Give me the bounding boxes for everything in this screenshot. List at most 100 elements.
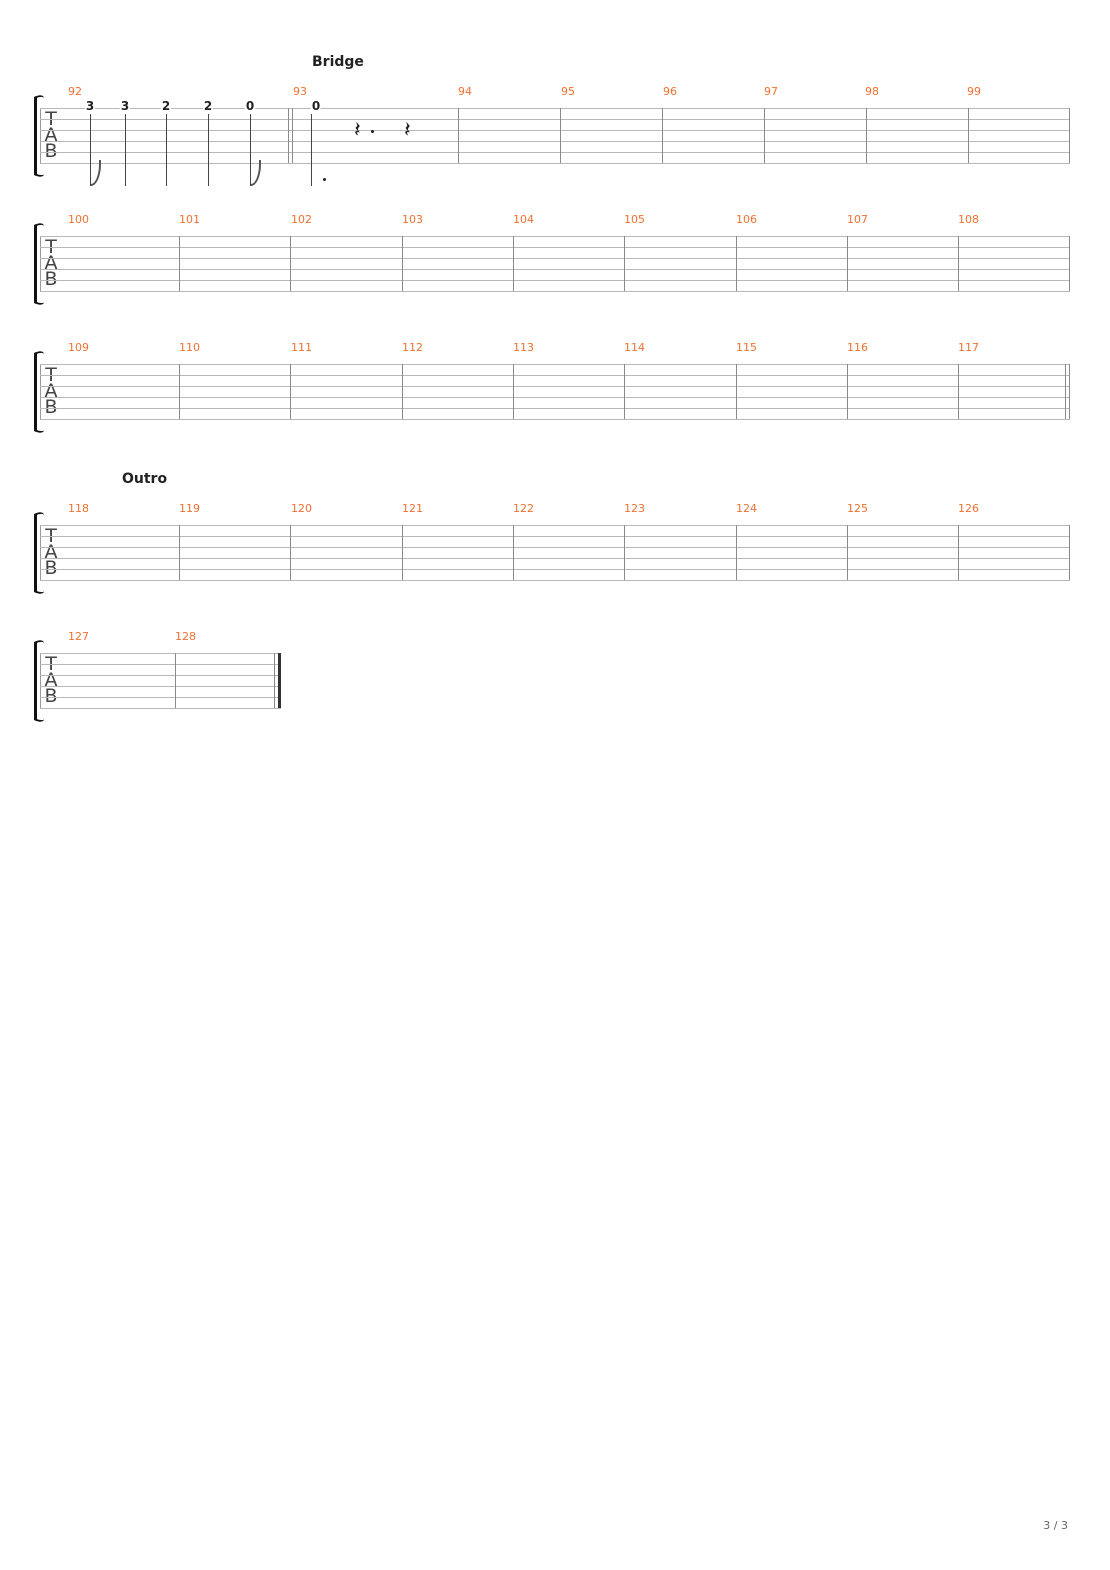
staff-line [40,686,281,687]
barline [458,108,459,163]
measure-number: 121 [402,502,423,515]
fret-number: 0 [244,99,256,113]
note-stem [311,114,312,186]
section-label-bridge: Bridge [312,54,364,70]
staff-line [40,547,1070,548]
staff-line [40,247,1070,248]
staff-line [40,236,1070,237]
note-stem [125,114,126,186]
staff-line [40,291,1070,292]
double-barline [288,108,289,163]
measure-number: 126 [958,502,979,515]
barline [290,525,291,580]
barline [402,236,403,291]
eighth-flag [251,160,261,186]
fret-number: 3 [119,99,131,113]
final-barline-thick [278,653,281,708]
note-stem [250,114,251,186]
tab-clef-b: B [44,140,58,162]
barline [513,364,514,419]
staff-line [40,697,281,698]
barline [402,364,403,419]
measure-number: 96 [663,85,677,98]
barline [958,525,959,580]
measure-number: 98 [865,85,879,98]
barline [624,364,625,419]
staff-line [40,675,281,676]
barline [513,525,514,580]
fret-number: 2 [160,99,172,113]
staff-line [40,664,281,665]
final-barline-thin [274,653,275,708]
system-start-line [40,653,41,708]
staff-line [40,536,1070,537]
measure-number: 115 [736,341,757,354]
barline [1069,236,1070,291]
staff-line [40,708,281,709]
fret-number: 3 [84,99,96,113]
measure-number: 128 [175,630,196,643]
dotted-rest [371,130,374,133]
measure-number: 102 [291,213,312,226]
barline [764,108,765,163]
staff-line [40,130,1070,131]
staff-line [40,280,1070,281]
barline [1069,108,1070,163]
staff-line [40,364,1070,365]
staff-line [40,269,1070,270]
measure-number: 104 [513,213,534,226]
staff-line [40,419,1070,420]
barline [624,236,625,291]
barline [290,236,291,291]
barline [968,108,969,163]
staff-line [40,397,1070,398]
barline [179,236,180,291]
system-brace [34,221,44,307]
measure-number: 101 [179,213,200,226]
measure-number: 100 [68,213,89,226]
dotted-note [323,178,326,181]
measure-number: 105 [624,213,645,226]
staff-line [40,569,1070,570]
system-brace [34,510,44,596]
measure-number: 97 [764,85,778,98]
measure-number: 117 [958,341,979,354]
staff-line [40,108,1070,109]
barline [958,364,959,419]
double-barline [1065,364,1066,419]
barline [513,236,514,291]
barline [175,653,176,708]
note-stem [90,114,91,186]
measure-number: 106 [736,213,757,226]
staff-line [40,386,1070,387]
barline [624,525,625,580]
system-brace [34,349,44,435]
section-label-outro: Outro [122,471,168,487]
note-stem [166,114,167,186]
barline [402,525,403,580]
measure-number: 125 [847,502,868,515]
measure-number: 120 [291,502,312,515]
measure-number: 103 [402,213,423,226]
fret-number: 2 [202,99,214,113]
barline [736,525,737,580]
measure-number: 110 [179,341,200,354]
staff-line [40,163,1070,164]
measure-number: 123 [624,502,645,515]
barline [958,236,959,291]
tab-clef-b: B [44,685,58,707]
measure-number: 116 [847,341,868,354]
staff-line [40,525,1070,526]
system-start-line [40,236,41,291]
page-number: 3 / 3 [1043,1519,1068,1532]
measure-number: 93 [293,85,307,98]
barline [1069,525,1070,580]
note-stem [208,114,209,186]
measure-number: 118 [68,502,89,515]
measure-number: 124 [736,502,757,515]
measure-number: 112 [402,341,423,354]
tab-clef-b: B [44,268,58,290]
measure-number: 108 [958,213,979,226]
barline [847,364,848,419]
measure-number: 122 [513,502,534,515]
